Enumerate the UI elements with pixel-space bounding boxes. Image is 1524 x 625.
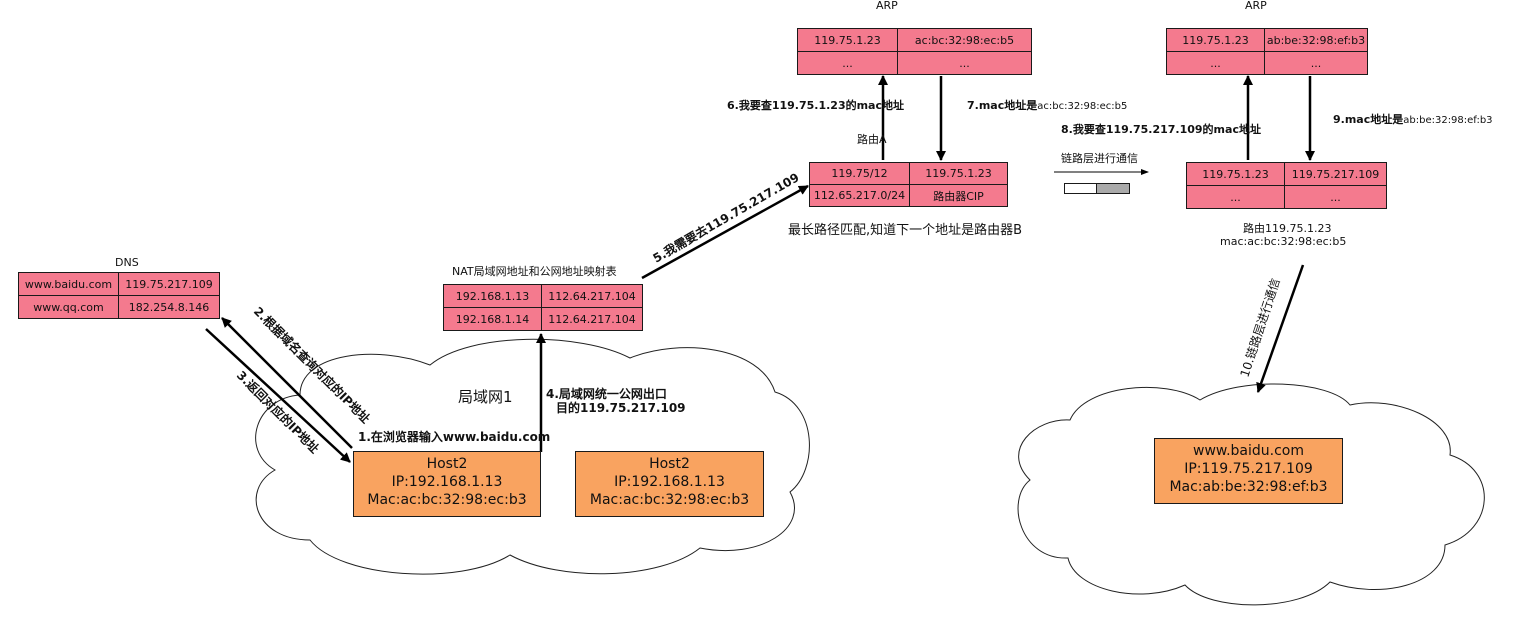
router-a-next-hop-cell: 路由器CIP: [933, 189, 984, 203]
server-ip: IP:119.75.217.109: [1184, 461, 1313, 477]
host-mac: Mac:ac:bc:32:98:ec:b3: [589, 492, 750, 508]
arp1-ip-cell: ...: [798, 52, 898, 74]
table-row: ... ...: [798, 51, 1031, 74]
arrow-step3: [205, 328, 351, 463]
nat-private-cell: 192.168.1.14: [444, 308, 542, 330]
arrow-step5: [641, 184, 809, 280]
nat-public-cell: 112.64.217.104: [548, 312, 636, 326]
dns-table: www.baidu.com 119.75.217.109 www.qq.com …: [18, 272, 220, 319]
lan-label: 局域网1: [458, 388, 513, 406]
dns-ip-cell: 182.254.8.146: [128, 300, 210, 314]
step4-label-line2: 目的119.75.217.109: [556, 401, 686, 415]
table-row: www.baidu.com 119.75.217.109: [19, 273, 219, 295]
arp1-title: ARP: [876, 0, 898, 12]
table-row: 119.75/12 119.75.1.23: [810, 163, 1007, 184]
step4-label-line1: 4.局域网统一公网出口: [546, 387, 667, 401]
arp1-mac-cell: ...: [959, 56, 970, 70]
arp2-mac-cell: ab:be:32:98:ef:b3: [1266, 33, 1366, 47]
host-name: Host2: [649, 456, 690, 472]
arp2-table: 119.75.1.23 ab:be:32:98:ef:b3 ... ...: [1166, 28, 1368, 75]
host-name: Host2: [426, 456, 468, 472]
nat-title: NAT局域网地址和公网地址映射表: [452, 265, 617, 278]
router-b-next-hop-cell: ...: [1330, 190, 1341, 204]
router-b-dest-cell: ...: [1187, 186, 1285, 208]
step7-label: 7.mac地址是ac:bc:32:98:ec:b5: [967, 99, 1128, 113]
router-b-dest-cell: 119.75.1.23: [1187, 163, 1285, 185]
step6-label: 6.我要查119.75.1.23的mac地址: [727, 99, 905, 112]
table-row: 112.65.217.0/24 路由器CIP: [810, 184, 1007, 206]
link-progress-fill: [1096, 184, 1129, 193]
server-mac: Mac:ab:be:32:98:ef:b3: [1169, 479, 1328, 495]
dns-title: DNS: [115, 256, 139, 269]
dns-domain-cell: www.qq.com: [19, 296, 119, 318]
router-b-table: 119.75.1.23 119.75.217.109 ... ...: [1186, 162, 1387, 209]
router-a-dest-cell: 112.65.217.0/24: [810, 185, 910, 206]
host-mac: Mac:ac:bc:32:98:ec:b3: [367, 492, 527, 508]
router-b-label: 路由119.75.1.23: [1243, 222, 1332, 235]
arp2-title: ARP: [1245, 0, 1267, 12]
table-row: 119.75.1.23 ab:be:32:98:ef:b3: [1167, 29, 1367, 51]
host-box[interactable]: Host2 IP:192.168.1.13 Mac:ac:bc:32:98:ec…: [575, 451, 764, 517]
step7-prefix: 7.mac地址是: [967, 99, 1038, 112]
step9-value: ab:be:32:98:ef:b3: [1403, 115, 1493, 126]
dns-domain-cell: www.baidu.com: [19, 273, 119, 295]
table-row: 119.75.1.23 119.75.217.109: [1187, 163, 1386, 185]
router-a-note: 最长路径匹配,知道下一个地址是路由器B: [788, 223, 1023, 238]
link-layer-label: 链路层进行通信: [1061, 152, 1138, 165]
step5-label: 5.我需要去119.75.217.109: [650, 169, 802, 265]
arp1-mac-cell: ac:bc:32:98:ec:b5: [914, 33, 1015, 47]
step10-label: 10.链路层进行通信: [1237, 276, 1283, 379]
host-ip: IP:192.168.1.13: [391, 474, 503, 490]
table-row: ... ...: [1187, 185, 1386, 208]
router-a-label: 路由A: [857, 133, 887, 146]
nat-table: 192.168.1.13 112.64.217.104 192.168.1.14…: [443, 284, 643, 331]
arp2-ip-cell: 119.75.1.23: [1167, 29, 1265, 51]
arp1-table: 119.75.1.23 ac:bc:32:98:ec:b5 ... ...: [797, 28, 1032, 75]
step9-prefix: 9.mac地址是: [1333, 113, 1404, 126]
router-a-dest-cell: 119.75/12: [810, 163, 910, 184]
arrow-step10: [1256, 264, 1305, 393]
arrow-step2: [221, 317, 353, 449]
router-b-mac-label: mac:ac:bc:32:98:ec:b5: [1220, 235, 1347, 248]
step9-label: 9.mac地址是ab:be:32:98:ef:b3: [1333, 113, 1493, 127]
server-name: www.baidu.com: [1193, 443, 1304, 459]
table-row: 119.75.1.23 ac:bc:32:98:ec:b5: [798, 29, 1031, 51]
arp1-ip-cell: 119.75.1.23: [798, 29, 898, 51]
host-box[interactable]: Host2 IP:192.168.1.13 Mac:ac:bc:32:98:ec…: [353, 451, 541, 517]
table-row: 192.168.1.13 112.64.217.104: [444, 285, 642, 307]
table-row: ... ...: [1167, 51, 1367, 74]
table-row: 192.168.1.14 112.64.217.104: [444, 307, 642, 330]
arp2-mac-cell: ...: [1310, 56, 1322, 70]
server-box[interactable]: www.baidu.com IP:119.75.217.109 Mac:ab:b…: [1154, 438, 1343, 504]
arp2-ip-cell: ...: [1167, 52, 1265, 74]
router-a-next-hop-cell: 119.75.1.23: [925, 167, 992, 180]
table-row: www.qq.com 182.254.8.146: [19, 295, 219, 318]
link-progress-bar: [1064, 183, 1130, 194]
nat-private-cell: 192.168.1.13: [444, 285, 542, 307]
host-ip: IP:192.168.1.13: [614, 474, 725, 490]
nat-public-cell: 112.64.217.104: [548, 289, 636, 303]
step8-label: 8.我要查119.75.217.109的mac地址: [1061, 123, 1261, 136]
dns-ip-cell: 119.75.217.109: [125, 277, 213, 291]
step7-value: ac:bc:32:98:ec:b5: [1037, 101, 1128, 112]
step1-label: 1.在浏览器输入www.baidu.com: [358, 430, 551, 444]
router-b-next-hop-cell: 119.75.217.109: [1291, 167, 1380, 181]
router-a-table: 119.75/12 119.75.1.23 112.65.217.0/24 路由…: [809, 162, 1008, 207]
